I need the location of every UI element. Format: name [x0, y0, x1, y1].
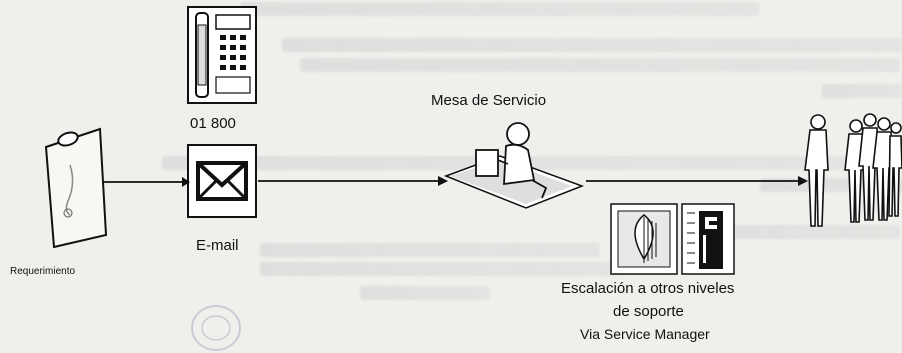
email-label: E-mail — [196, 237, 239, 254]
escalacion-label: Escalación a otros niveles — [561, 280, 735, 297]
users-group-icon — [804, 113, 902, 227]
watermark-seal — [191, 305, 241, 351]
clipboard-icon — [44, 127, 108, 249]
service-desk-agent-icon — [443, 122, 585, 209]
arrow-clipboard-to-email — [104, 177, 190, 187]
envelope-icon — [187, 144, 257, 218]
server-rack-icon — [681, 203, 735, 275]
requerimiento-label: Requerimiento — [10, 266, 76, 277]
arrow-email-to-mesa — [258, 176, 448, 186]
escalacion-soporte-label: de soporte — [613, 303, 684, 320]
telephone-icon — [187, 6, 257, 104]
arrow-mesa-to-users — [586, 176, 808, 186]
phone-number-label: 01 800 — [190, 115, 236, 132]
mesa-de-servicio-label: Mesa de Servicio — [431, 92, 547, 109]
via-service-manager-label: Via Service Manager — [580, 326, 710, 342]
server-cabinet-icon — [610, 203, 678, 275]
